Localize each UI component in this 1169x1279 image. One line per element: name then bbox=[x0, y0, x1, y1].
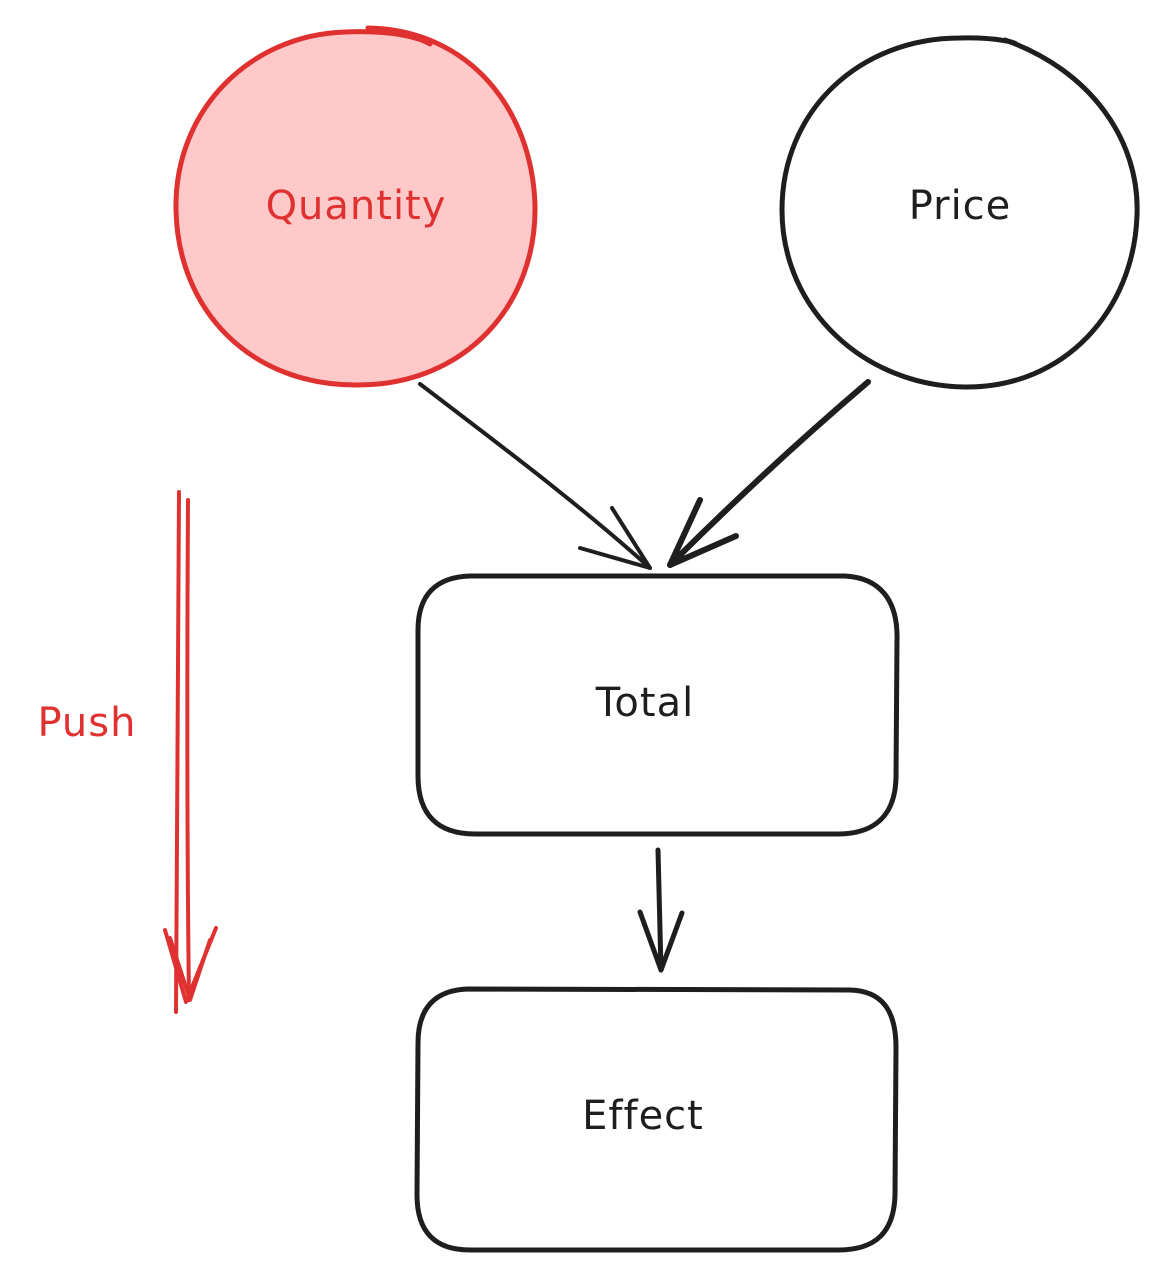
edge-price-to-total bbox=[667, 379, 871, 568]
effect-node[interactable]: Effect bbox=[414, 986, 899, 1253]
push-arrowhead-sketch bbox=[168, 936, 212, 1002]
edge-total-to-effect bbox=[637, 847, 685, 973]
edge-quantity-to-total bbox=[418, 382, 652, 570]
push-annotation: Push bbox=[38, 490, 218, 1014]
price-node[interactable]: Price bbox=[779, 35, 1140, 390]
arrowhead bbox=[578, 506, 652, 570]
effect-label: Effect bbox=[582, 1093, 704, 1139]
push-label: Push bbox=[38, 700, 137, 746]
effect-box bbox=[414, 986, 899, 1253]
arrowhead bbox=[637, 909, 685, 973]
edge-line bbox=[655, 847, 664, 973]
quantity-node[interactable]: Quantity bbox=[173, 25, 538, 388]
price-label: Price bbox=[909, 183, 1012, 229]
total-box bbox=[415, 573, 900, 837]
push-arrow-line-sketch bbox=[185, 498, 191, 1002]
quantity-label: Quantity bbox=[266, 183, 447, 229]
quantity-circle bbox=[173, 25, 538, 388]
push-arrow-line bbox=[174, 490, 181, 1014]
arrowhead bbox=[667, 497, 739, 568]
edge-line bbox=[667, 379, 871, 568]
price-circle bbox=[779, 35, 1140, 390]
total-node[interactable]: Total bbox=[415, 573, 900, 837]
total-label: Total bbox=[595, 680, 694, 726]
edge-line bbox=[418, 382, 652, 570]
